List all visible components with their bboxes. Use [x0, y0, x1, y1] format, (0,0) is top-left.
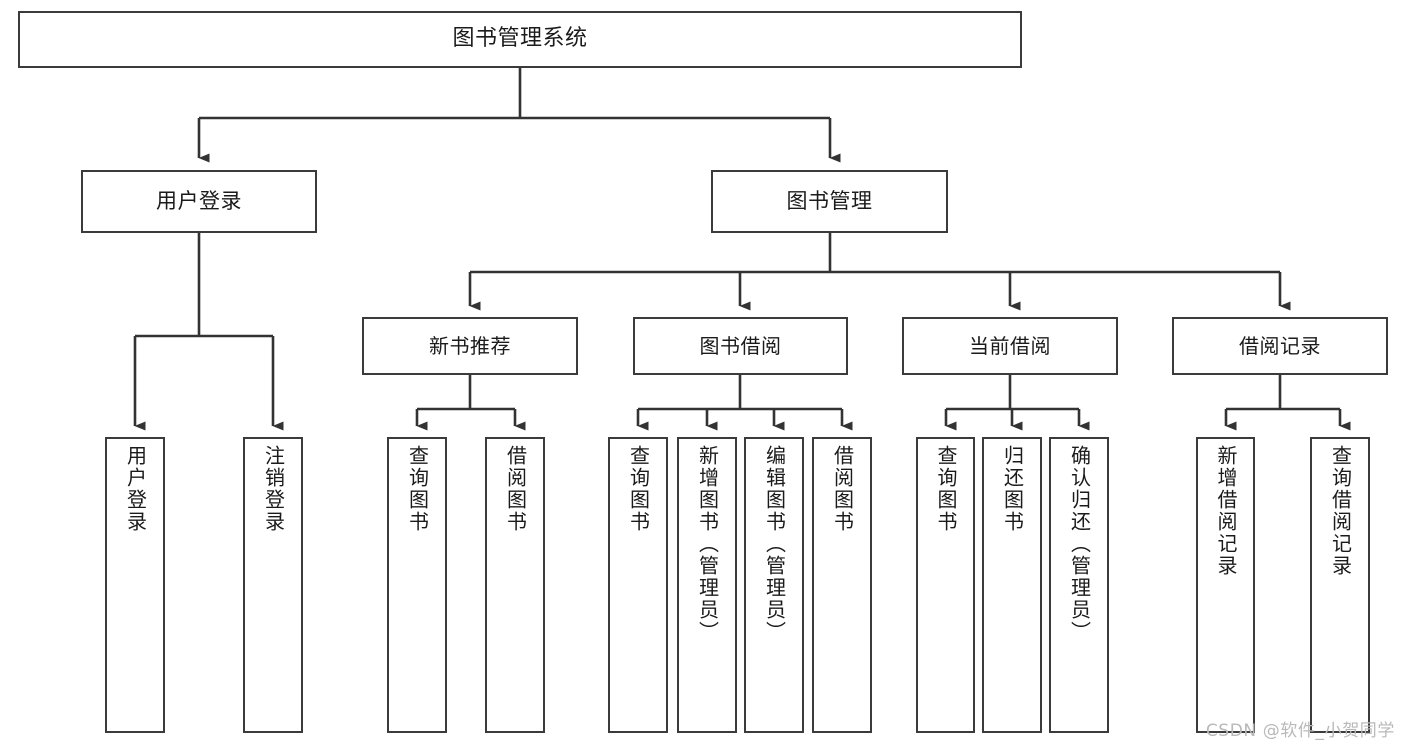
node-leaf-return-book-label: 归还图书: [1000, 445, 1025, 533]
node-leaf-edit-book-admin[interactable]: 编辑图书（管理员）: [744, 437, 804, 733]
node-current-borrow-label: 当前借阅: [969, 334, 1051, 358]
node-user-login-label: 用户登录: [156, 188, 242, 213]
node-leaf-return-book[interactable]: 归还图书: [982, 437, 1042, 733]
node-leaf-query-book-current-label: 查询图书: [934, 445, 958, 533]
node-leaf-add-book-admin-label: 新增图书（管理员）: [695, 445, 720, 643]
node-new-book-recommend-label: 新书推荐: [429, 334, 511, 358]
node-leaf-borrow-book[interactable]: 借阅图书: [812, 437, 872, 733]
node-borrow-record-label: 借阅记录: [1239, 334, 1321, 358]
node-leaf-query-book-recommend-label: 查询图书: [405, 445, 430, 533]
node-leaf-user-login[interactable]: 用户登录: [105, 437, 165, 733]
node-new-book-recommend[interactable]: 新书推荐: [362, 317, 578, 375]
node-user-login[interactable]: 用户登录: [81, 170, 317, 233]
node-leaf-user-logout-label: 注销登录: [261, 445, 286, 533]
node-leaf-borrow-book-recommend-label: 借阅图书: [503, 445, 528, 533]
node-leaf-query-borrow-record-label: 查询借阅记录: [1328, 445, 1353, 577]
node-current-borrow[interactable]: 当前借阅: [902, 317, 1118, 375]
node-leaf-add-borrow-record[interactable]: 新增借阅记录: [1196, 437, 1255, 733]
node-leaf-edit-book-admin-label: 编辑图书（管理员）: [762, 445, 787, 643]
node-leaf-confirm-return-admin-label: 确认归还（管理员）: [1067, 445, 1092, 643]
node-leaf-user-login-label: 用户登录: [123, 445, 148, 533]
node-book-management[interactable]: 图书管理: [711, 170, 948, 233]
node-book-borrow[interactable]: 图书借阅: [633, 317, 848, 375]
node-leaf-confirm-return-admin[interactable]: 确认归还（管理员）: [1049, 437, 1109, 733]
node-leaf-query-book-borrow[interactable]: 查询图书: [608, 437, 668, 733]
node-leaf-add-borrow-record-label: 新增借阅记录: [1214, 445, 1238, 577]
node-leaf-query-borrow-record[interactable]: 查询借阅记录: [1310, 437, 1370, 733]
node-leaf-borrow-book-recommend[interactable]: 借阅图书: [485, 437, 545, 733]
node-leaf-borrow-book-label: 借阅图书: [830, 445, 855, 533]
node-leaf-query-book-current[interactable]: 查询图书: [916, 437, 975, 733]
node-root[interactable]: 图书管理系统: [18, 11, 1022, 68]
node-root-label: 图书管理系统: [452, 26, 588, 52]
node-leaf-query-book-borrow-label: 查询图书: [626, 445, 651, 533]
node-leaf-user-logout[interactable]: 注销登录: [243, 437, 303, 733]
node-book-borrow-label: 图书借阅: [699, 334, 782, 358]
node-leaf-add-book-admin[interactable]: 新增图书（管理员）: [677, 437, 737, 733]
node-book-management-label: 图书管理: [786, 188, 873, 213]
node-leaf-query-book-recommend[interactable]: 查询图书: [387, 437, 447, 733]
node-borrow-record[interactable]: 借阅记录: [1172, 317, 1388, 375]
